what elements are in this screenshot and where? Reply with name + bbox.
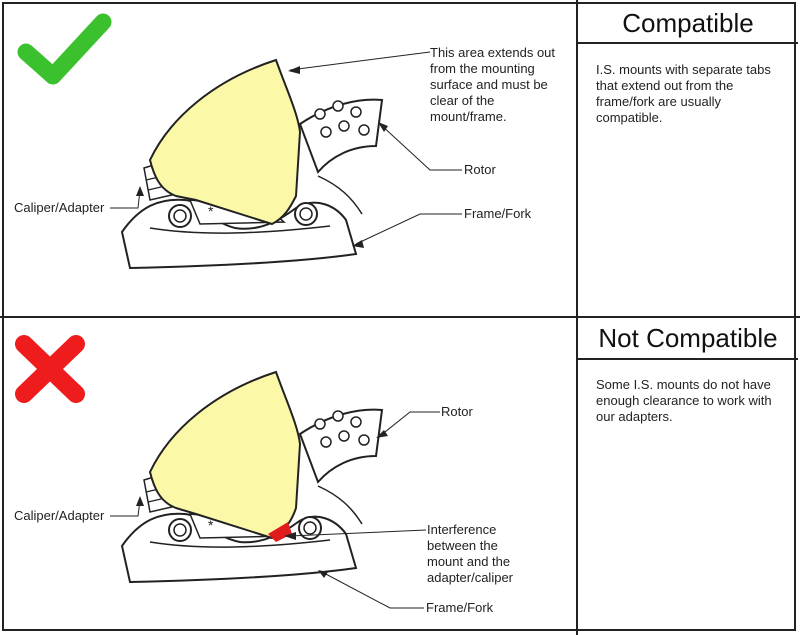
heading-divider-bottom xyxy=(578,358,798,360)
clearance-area-label: This area extends out from the mounting … xyxy=(430,45,556,124)
compatible-illustration: * xyxy=(17,13,462,270)
caliper-body xyxy=(148,370,302,540)
rotor-label: Rotor xyxy=(464,162,496,177)
not-compatible-heading: Not Compatible xyxy=(598,323,778,353)
svg-text:*: * xyxy=(208,517,214,533)
not-compatible-note: Some I.S. mounts do not have enough clea… xyxy=(596,377,772,424)
interference-zone xyxy=(268,522,292,542)
compatible-heading: Compatible xyxy=(622,8,754,38)
row-divider xyxy=(0,316,800,318)
frame-fork-label: Frame/Fork xyxy=(464,206,532,221)
caliper-adapter-label: Caliper/Adapter xyxy=(14,508,105,523)
frame-fork-label: Frame/Fork xyxy=(426,600,494,615)
check-icon xyxy=(17,13,112,85)
caliper-adapter-label: Caliper/Adapter xyxy=(14,200,105,215)
svg-text:*: * xyxy=(208,203,214,219)
rotor-label: Rotor xyxy=(441,404,473,419)
interference-label: Interference between the mount and the a… xyxy=(427,522,513,585)
not-compatible-illustration: * xyxy=(15,335,440,609)
caliper-body xyxy=(148,58,302,226)
heading-divider-top xyxy=(578,42,798,44)
compatible-note: I.S. mounts with separate tabs that exte… xyxy=(596,62,771,125)
cross-icon xyxy=(15,335,85,403)
